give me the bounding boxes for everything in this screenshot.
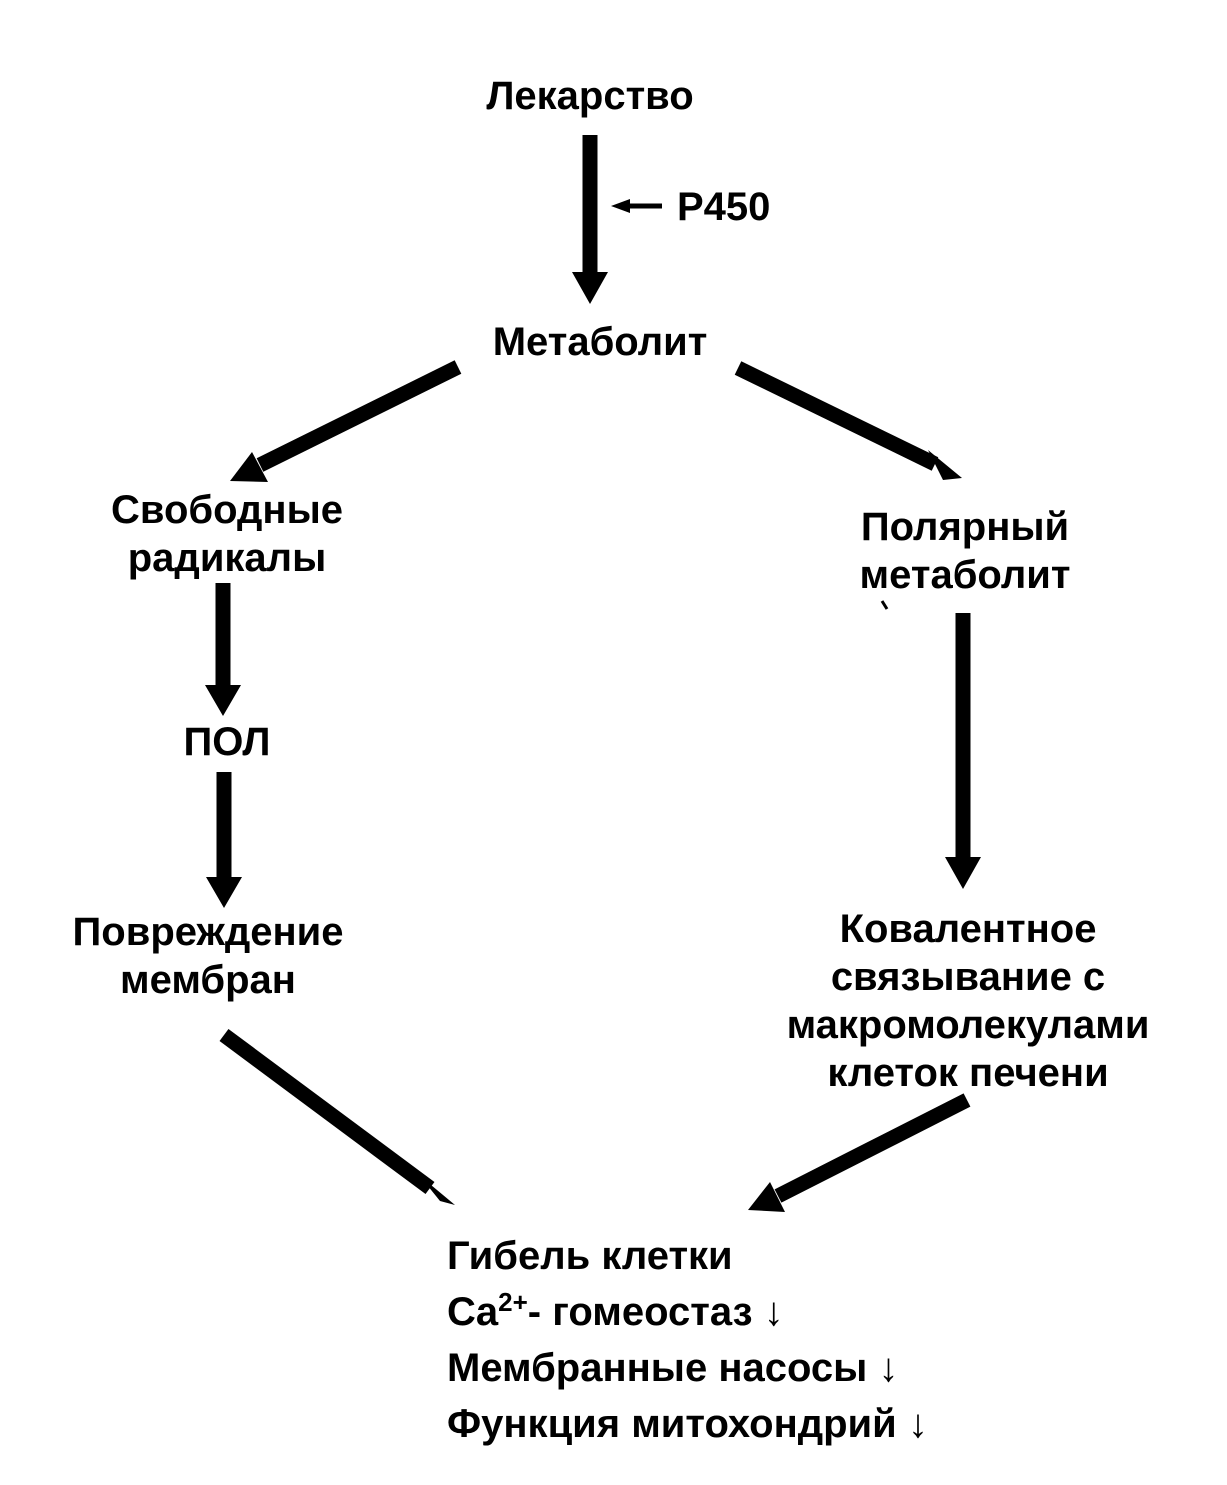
node-covalent-binding-line-1: Ковалентное xyxy=(839,907,1097,951)
arrow-drug-to-metabolite xyxy=(572,135,608,304)
arrow-membrane-damage-to-cell-death xyxy=(219,1028,455,1205)
node-ca-homeostasis: Ca2+- гомеостаз ↓ xyxy=(447,1284,928,1340)
node-polar-metabolite-line-2: метаболит xyxy=(859,553,1071,597)
node-membrane-damage-line-1: Повреждение xyxy=(72,910,344,954)
node-drug-text: Лекарство xyxy=(486,74,694,118)
node-membrane-pumps: Мембранные насосы ↓ xyxy=(447,1346,899,1390)
node-membrane-damage-line-2: мембран xyxy=(120,958,296,1002)
node-enzyme-text: P450 xyxy=(677,185,771,229)
arrow-p450 xyxy=(611,199,662,213)
node-polar-metabolite: Полярный метаболит xyxy=(860,503,1071,599)
arrow-polar-to-covalent xyxy=(945,613,981,889)
node-polar-metabolite-line-1: Полярный xyxy=(860,505,1070,549)
node-free-radicals-line-2: радикалы xyxy=(127,536,327,580)
node-covalent-binding-line-4: клеток печени xyxy=(827,1051,1109,1095)
node-drug: Лекарство xyxy=(486,72,693,120)
arrow-pol-to-membrane-damage xyxy=(206,772,242,908)
node-covalent-binding-line-2: связывание с xyxy=(830,955,1106,999)
ca-prefix: Ca xyxy=(447,1290,499,1334)
node-mito-function: Функция митохондрий ↓ xyxy=(447,1402,928,1446)
arrow-metabolite-to-free-radicals xyxy=(230,360,462,482)
arrow-covalent-to-cell-death xyxy=(748,1093,971,1212)
node-cell-death-title: Гибель клетки xyxy=(447,1234,733,1278)
arrow-metabolite-to-polar xyxy=(734,361,962,480)
node-free-radicals: Свободные радикалы xyxy=(111,486,343,582)
node-enzyme-p450: P450 xyxy=(677,183,770,231)
node-free-radicals-line-1: Свободные xyxy=(111,488,343,532)
ca-superscript: 2+ xyxy=(498,1287,528,1317)
node-covalent-binding-line-3: макромолекулами xyxy=(786,1003,1150,1047)
tick-mark xyxy=(880,600,889,610)
node-metabolite: Метаболит xyxy=(493,318,708,366)
node-metabolite-text: Метаболит xyxy=(492,320,708,364)
node-covalent-binding: Ковалентное связывание с макромолекулами… xyxy=(787,905,1150,1097)
node-membrane-damage: Повреждение мембран xyxy=(73,908,344,1004)
arrow-free-radicals-to-pol xyxy=(205,583,241,716)
ca-suffix: - гомеостаз ↓ xyxy=(527,1290,784,1334)
node-pol-text: ПОЛ xyxy=(183,720,271,764)
node-pol: ПОЛ xyxy=(184,718,271,766)
node-cell-death: Гибель клетки Ca2+- гомеостаз ↓ Мембранн… xyxy=(447,1228,928,1452)
